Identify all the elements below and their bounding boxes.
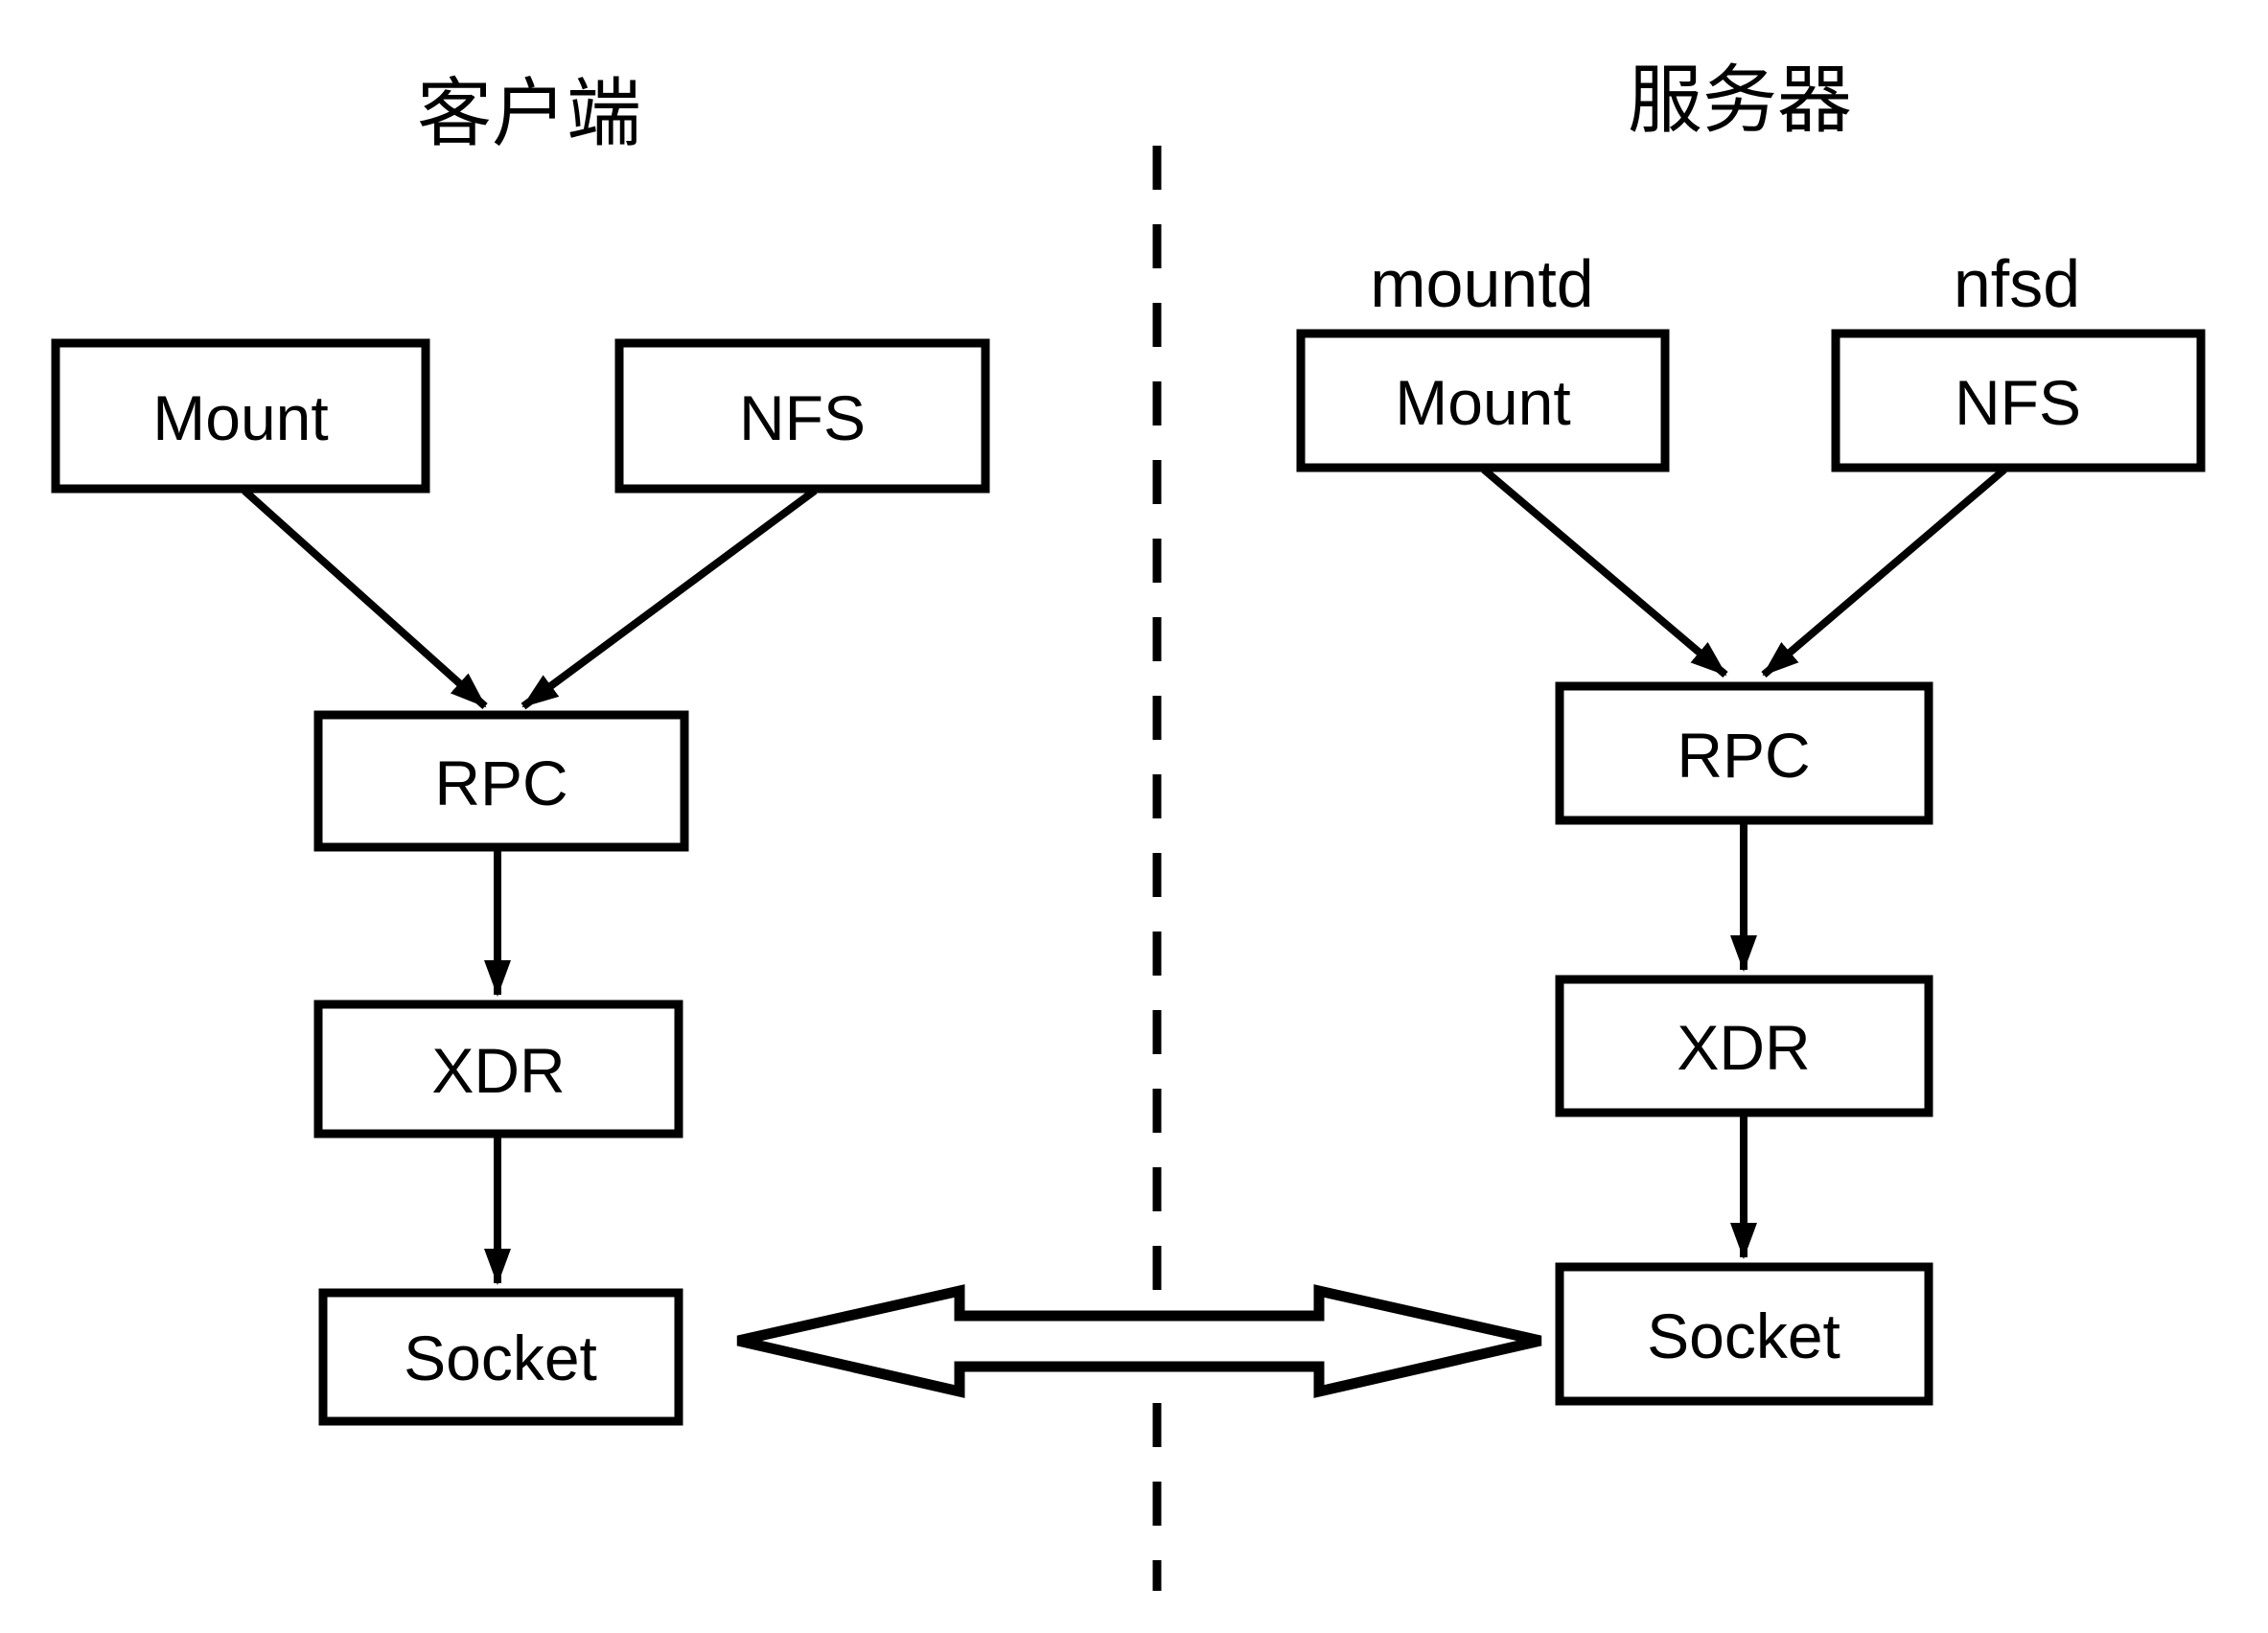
server-xdr-box xyxy=(1555,975,1933,1117)
server-title: 服务器 xyxy=(1628,58,1852,142)
server-mount-label: Mount xyxy=(1395,367,1570,438)
server-rpc-label: RPC xyxy=(1677,720,1810,791)
server-mountd-label: mountd xyxy=(1370,246,1593,321)
client-xdr-label: XDR xyxy=(431,1035,565,1106)
client-rpc-label: RPC xyxy=(434,748,567,818)
server-rpc-box xyxy=(1555,681,1933,825)
server-nfs-box xyxy=(1831,329,2206,472)
client-mount-to-rpc-arrow xyxy=(242,488,488,709)
client-socket-box xyxy=(318,1288,683,1426)
server-nfs-label: NFS xyxy=(1955,367,2081,438)
client-mount-box xyxy=(51,338,430,494)
server-nfsd-label: nfsd xyxy=(1954,246,2080,321)
client-nfs-box xyxy=(614,338,990,494)
client-nfs-to-rpc-arrow xyxy=(521,487,818,710)
server-xdr-label: XDR xyxy=(1677,1012,1810,1083)
client-socket-label: Socket xyxy=(404,1322,597,1393)
server-socket-box xyxy=(1555,1262,1933,1406)
client-section: 客户端 Mount NFS RPC XDR Socket xyxy=(51,71,990,1426)
server-nfs-to-rpc-arrow xyxy=(1761,466,2007,678)
client-title: 客户端 xyxy=(417,71,641,155)
server-section: 服务器 mountd nfsd Mount NFS RPC XDR Socket xyxy=(1296,58,2206,1406)
server-socket-label: Socket xyxy=(1647,1300,1840,1371)
client-nfs-label: NFS xyxy=(739,382,866,453)
socket-bidirectional-arrow xyxy=(736,1284,1542,1398)
client-mount-label: Mount xyxy=(152,382,328,453)
server-mount-box xyxy=(1296,329,1670,472)
server-mount-to-rpc-arrow xyxy=(1481,466,1728,678)
client-xdr-box xyxy=(313,1000,683,1138)
client-rpc-box xyxy=(313,710,689,852)
